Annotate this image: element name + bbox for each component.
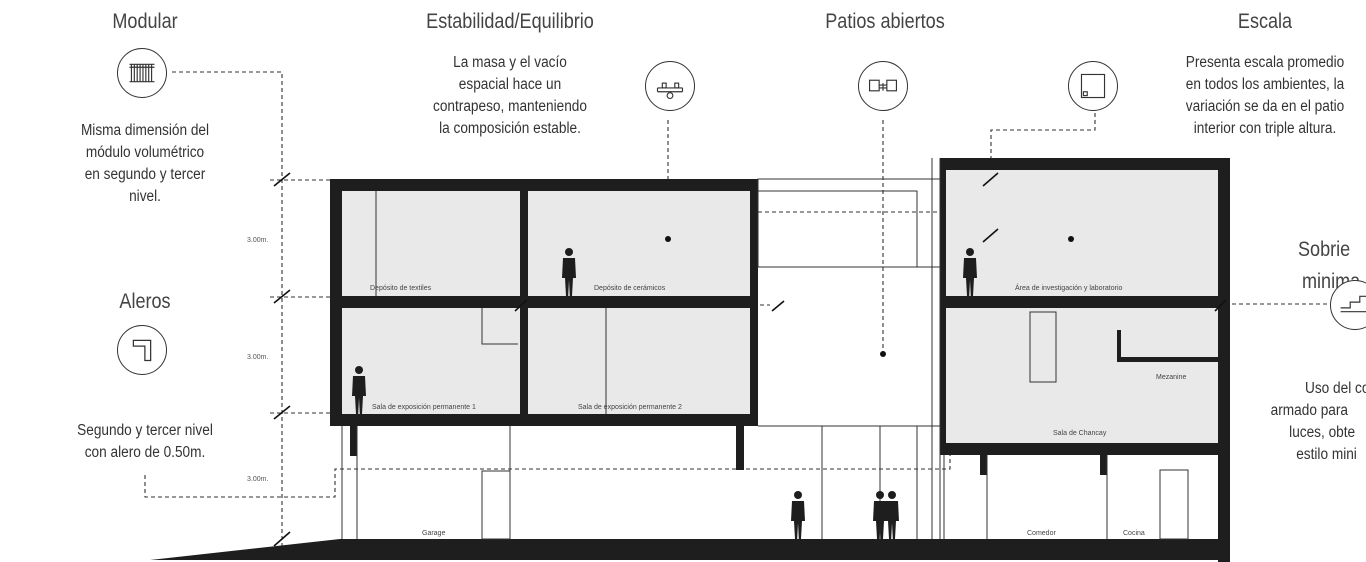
- modular-grid-icon: [117, 48, 167, 98]
- level-markers: [273, 172, 1227, 547]
- escala-line-4: interior con triple altura.: [1193, 120, 1337, 137]
- estabilidad-line-3: contrapeso, manteniendo: [433, 98, 587, 115]
- modular-line-4: nivel.: [129, 188, 161, 205]
- scale-square-icon: [1068, 61, 1118, 111]
- bridge-frame: [757, 178, 941, 268]
- modular-line-3: en segundo y tercer: [84, 166, 206, 183]
- room-chancay: [946, 308, 1220, 443]
- balance-icon: [645, 61, 695, 111]
- modular-line-1: Misma dimensión del: [80, 122, 210, 139]
- modular-line-2: módulo volumétrico: [85, 144, 205, 161]
- estabilidad-title: Estabilidad/Equilibrio: [426, 10, 594, 33]
- sobriedad-line-1: Uso del co: [1305, 380, 1366, 397]
- column-right-block: [940, 158, 946, 455]
- aleros-description: Segundo y tercer nivel con alero de 0.50…: [57, 420, 233, 464]
- eave-icon: [117, 325, 167, 375]
- escala-line-2: en todos los ambientes, la: [1185, 76, 1345, 93]
- wall-right: [1218, 158, 1230, 562]
- dimension-level-1: 3.00m.: [247, 476, 268, 483]
- mezanine-slab: [1117, 357, 1220, 362]
- estabilidad-line-2: espacial hace un: [458, 76, 562, 93]
- estabilidad-line-1: La masa y el vacío: [453, 54, 567, 71]
- label-mezanine: Mezanine: [1156, 374, 1186, 381]
- dimension-level-2: 3.00m.: [247, 354, 268, 361]
- sobriedad-line-3: luces, obte: [1289, 424, 1356, 441]
- room-fills: [342, 170, 1220, 443]
- sala-2-partition: [481, 308, 518, 345]
- patios-title: Patios abiertos: [825, 10, 945, 33]
- chancay-panel: [1029, 311, 1057, 383]
- label-deposito-ceramicos: Depósito de cerámicos: [594, 285, 666, 292]
- outlines: [341, 158, 1189, 540]
- aleros-line-2: con alero de 0.50m.: [84, 444, 206, 461]
- room-deposito-textiles: [342, 190, 520, 296]
- label-sala-1: Sala de exposición permanente 1: [372, 404, 476, 411]
- aleros-line-1: Segundo y tercer nivel: [77, 422, 213, 439]
- label-investigacion: Área de investigación y laboratorio: [1015, 283, 1123, 292]
- room-sala-2: [528, 308, 750, 414]
- aleros-title: Aleros: [119, 290, 171, 313]
- open-patio-icon: [858, 61, 908, 111]
- estabilidad-line-4: la composición estable.: [439, 120, 581, 137]
- label-comedor: Comedor: [1027, 530, 1056, 537]
- wall-left: [330, 179, 342, 426]
- modular-description: Misma dimensión del módulo volumétrico e…: [57, 120, 233, 208]
- parapet-right: [940, 270, 946, 296]
- modular-title: Modular: [112, 10, 178, 33]
- escala-line-1: Presenta escala promedio: [1185, 54, 1345, 71]
- column-gf-left: [350, 426, 357, 456]
- estabilidad-description: La masa y el vacío espacial hace un cont…: [418, 52, 603, 140]
- column-gf-right: [736, 426, 744, 470]
- sobriedad-title: Sobrie: [1298, 238, 1351, 261]
- modular-leader: [172, 71, 283, 560]
- roof-slab-left: [330, 179, 758, 191]
- ground-slab: [150, 539, 1230, 560]
- mezanine-rail: [1117, 330, 1121, 360]
- bridge-inner: [758, 190, 918, 267]
- garage-door: [481, 470, 511, 540]
- column-gf-cocina: [1100, 455, 1107, 475]
- escala-title: Escala: [1237, 10, 1293, 33]
- stair-icon: [1330, 280, 1366, 330]
- slab-1-right: [940, 443, 1230, 455]
- structure: [150, 158, 1230, 562]
- label-cocina: Cocina: [1123, 530, 1145, 537]
- sobriedad-line-2: armado para: [1270, 402, 1349, 419]
- column-gf-comedor: [980, 455, 987, 475]
- roof-slab-right: [940, 158, 1230, 170]
- person-silhouette: [791, 491, 805, 539]
- sobriedad-description: Uso del co armado para luces, obte estil…: [1270, 378, 1366, 466]
- room-investigacion: [942, 170, 1220, 296]
- slab-2-right: [940, 296, 1230, 308]
- slab-2-left: [330, 296, 758, 308]
- sobriedad-line-4: estilo mini: [1296, 446, 1357, 463]
- label-garage: Garage: [422, 530, 445, 537]
- room-deposito-ceramicos: [528, 190, 750, 296]
- leader-dots: [665, 236, 1074, 357]
- room-sala-1: [342, 308, 520, 414]
- dimension-level-3: 3.00m.: [247, 237, 268, 244]
- cocina-door: [1159, 469, 1189, 540]
- column-right: [750, 179, 758, 426]
- slab-1-left: [330, 414, 758, 426]
- label-deposito-textiles: Depósito de textiles: [370, 285, 432, 292]
- label-chancay: Sala de Chancay: [1053, 430, 1107, 437]
- label-sala-2: Sala de exposición permanente 2: [578, 404, 682, 411]
- escala-line-3: variación se da en el patio: [1185, 98, 1345, 115]
- escala-description: Presenta escala promedio en todos los am…: [1164, 52, 1366, 140]
- person-silhouette: [885, 491, 899, 539]
